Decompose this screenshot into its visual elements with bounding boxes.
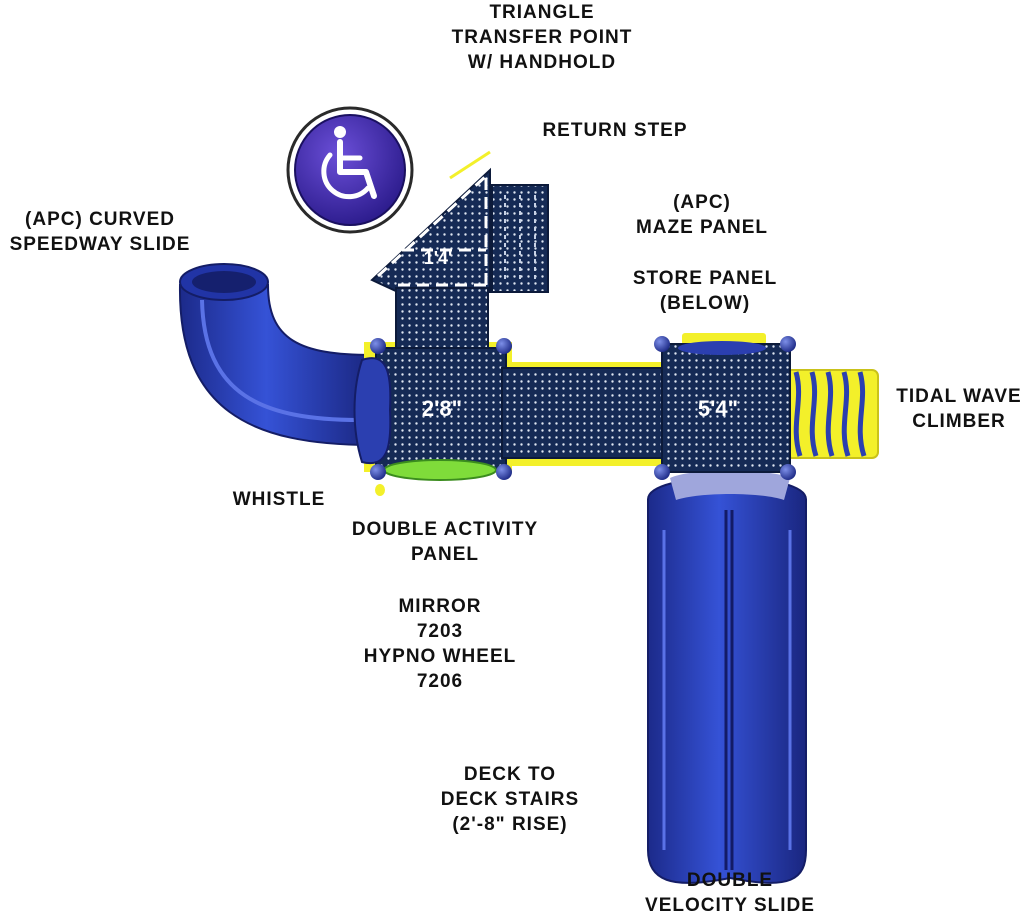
post-caps <box>370 336 796 480</box>
label-line: CLIMBER <box>912 411 1006 432</box>
label-tidal-wave-climber: TIDAL WAVE CLIMBER <box>884 384 1034 434</box>
label-line: DOUBLE <box>686 870 774 891</box>
label-line: MAZE PANEL <box>635 217 769 238</box>
double-velocity-slide <box>646 470 808 884</box>
label-line: DECK STAIRS <box>440 789 580 810</box>
curved-speedway-slide <box>178 263 373 447</box>
label-line: 7203 <box>416 621 464 642</box>
deck-height-left: 2'8" <box>422 396 462 421</box>
label-line: VELOCITY SLIDE <box>645 895 815 916</box>
deck-to-deck-stairs <box>395 287 489 351</box>
label-line: STORE PANEL <box>632 268 778 289</box>
label-line: PANEL <box>411 544 479 565</box>
label-return-step: RETURN STEP <box>520 118 710 143</box>
label-maze-panel: (APC) MAZE PANEL <box>612 190 792 240</box>
curved-slide-hood <box>353 357 392 465</box>
label-line: WHISTLE <box>232 489 326 510</box>
wheelchair-accessibility-icon <box>286 106 414 234</box>
label-deck-to-deck-stairs: DECK TO DECK STAIRS (2'-8" RISE) <box>410 762 610 837</box>
label-line: 7206 <box>416 671 464 692</box>
tidal-wave-climber <box>785 369 879 459</box>
deck-height-triangle: 1'4' <box>424 248 453 268</box>
label-line: (APC) CURVED <box>25 209 175 230</box>
bridge-walkway <box>501 367 669 459</box>
label-line: RETURN STEP <box>542 120 688 141</box>
label-line: (APC) <box>673 192 731 213</box>
label-whistle: WHISTLE <box>214 487 344 512</box>
label-store-panel: STORE PANEL (BELOW) <box>610 266 800 316</box>
label-double-activity-panel: DOUBLE ACTIVITY PANEL <box>330 517 560 567</box>
label-line: HYPNO WHEEL <box>363 646 517 667</box>
label-line: W/ HANDHOLD <box>467 52 617 73</box>
label-line: TRIANGLE <box>489 2 595 23</box>
label-line: TRANSFER POINT <box>451 27 633 48</box>
return-step <box>491 184 549 293</box>
whistle <box>375 484 385 496</box>
label-line: TIDAL WAVE <box>896 386 1022 407</box>
label-line: (2'-8" RISE) <box>452 814 568 835</box>
label-mirror-hypno-wheel: MIRROR 7203 HYPNO WHEEL 7206 <box>340 594 540 694</box>
label-curved-speedway-slide: (APC) CURVED SPEEDWAY SLIDE <box>0 207 200 257</box>
maze-panel <box>678 341 766 355</box>
label-line: (BELOW) <box>659 293 751 314</box>
label-line: SPEEDWAY SLIDE <box>9 234 191 255</box>
triangle-transfer-point <box>370 150 491 293</box>
deck-height-right: 5'4" <box>698 396 738 421</box>
label-line: MIRROR <box>398 596 482 617</box>
label-line: DECK TO <box>463 764 557 785</box>
label-double-velocity-slide: DOUBLE VELOCITY SLIDE <box>620 868 840 918</box>
label-triangle-transfer-point: TRIANGLE TRANSFER POINT W/ HANDHOLD <box>422 0 662 75</box>
label-line: DOUBLE ACTIVITY <box>351 519 539 540</box>
double-activity-panel <box>383 459 497 481</box>
